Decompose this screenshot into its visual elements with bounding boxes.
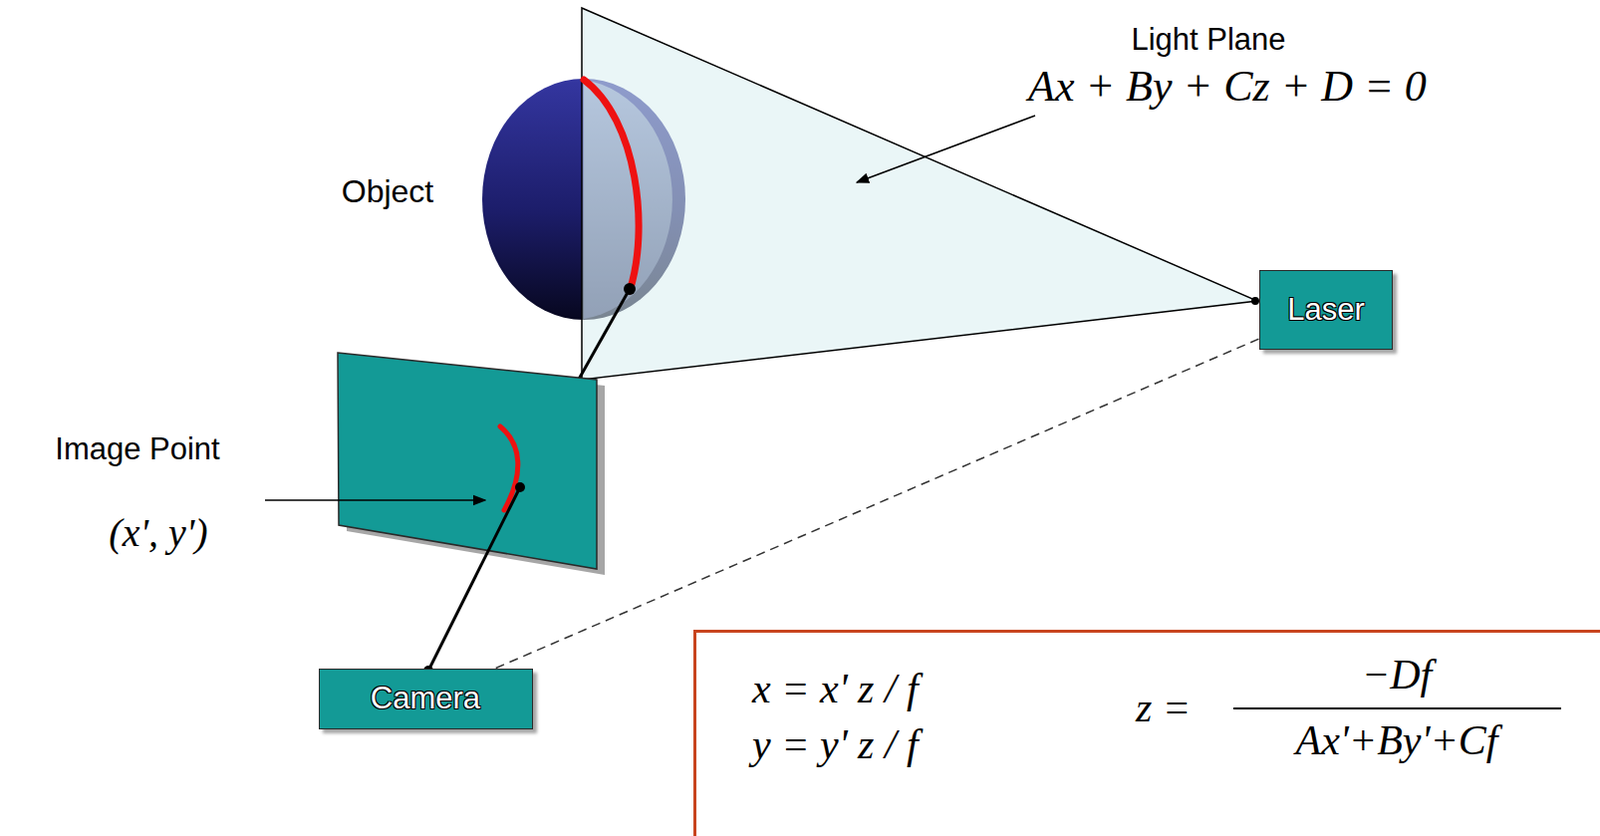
fraction-bar bbox=[1233, 707, 1562, 710]
plane-title: Light Plane bbox=[1130, 22, 1286, 57]
laser-source-dot bbox=[1251, 296, 1260, 305]
laser-stripe bbox=[583, 79, 639, 291]
object-label: Object bbox=[341, 174, 434, 210]
formula-z-lhs: z = bbox=[1135, 684, 1191, 731]
laser-box: Laser bbox=[1259, 269, 1393, 350]
dashed-baseline bbox=[496, 338, 1260, 669]
formula-y: y = y' z / f bbox=[752, 721, 919, 768]
image-plane bbox=[337, 352, 597, 569]
formula-box: x = x' z / f y = y' z / f z = −DfAx'+By'+Cf bbox=[693, 629, 1600, 836]
fraction-numerator: −Df bbox=[1361, 651, 1432, 698]
fraction-denominator: Ax'+By'+Cf bbox=[1296, 717, 1499, 764]
projection-ray bbox=[576, 288, 630, 383]
image-point-dot bbox=[515, 482, 526, 493]
image-coords: (x', y') bbox=[108, 511, 208, 555]
formula-x: x = x' z / f bbox=[752, 665, 919, 712]
camera-box: Camera bbox=[318, 668, 534, 730]
plane-equation: Ax + By + Cz + D = 0 bbox=[1028, 62, 1427, 111]
leader-arrow bbox=[265, 499, 486, 502]
projection-ray bbox=[428, 487, 521, 671]
leader-arrow bbox=[856, 115, 1036, 183]
object-point-dot bbox=[623, 282, 636, 295]
image-point-label: Image Point bbox=[54, 432, 220, 467]
box-label: Laser bbox=[1287, 291, 1365, 328]
box-label: Camera bbox=[370, 680, 481, 717]
